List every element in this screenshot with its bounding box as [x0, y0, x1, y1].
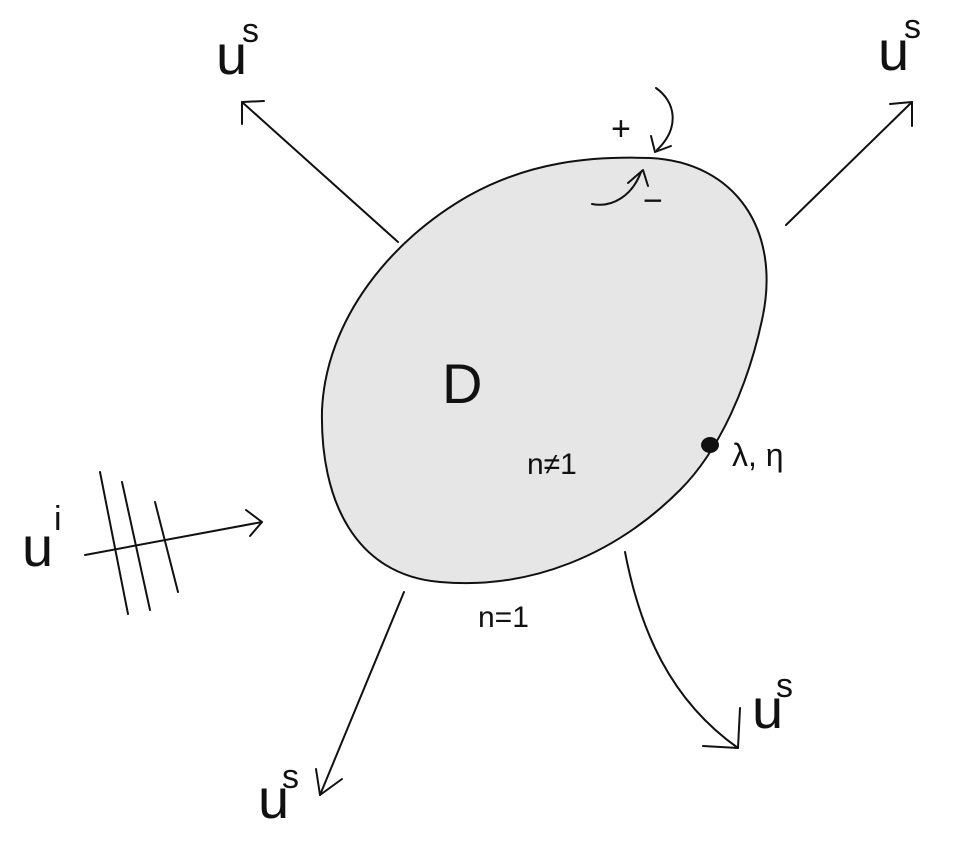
scattered-wave-label-lower-left: u: [258, 767, 289, 830]
scattered-wave-sup-upper-right: s: [904, 8, 921, 46]
plus-side-label: +: [611, 110, 631, 148]
scattered-arrow-lower-left: [319, 591, 405, 796]
incident-arrowhead: [245, 509, 263, 537]
incident-wave-sup: i: [54, 500, 62, 538]
scattered-arrowhead-upper-right: [889, 101, 913, 127]
scattered-wave-label-upper-left: u: [216, 23, 247, 86]
scattered-arrowhead-upper-left: [241, 100, 265, 125]
boundary-point-label: λ, η: [732, 437, 784, 473]
scattered-arrow-upper-left: [241, 101, 399, 243]
scattered-arrow-upper-right: [785, 101, 913, 226]
incident-wavefronts: [99, 471, 179, 615]
boundary-point-marker: [701, 437, 719, 453]
minus-orientation-arrow: [591, 171, 642, 206]
scattered-wave-sup-lower-right: s: [776, 667, 793, 705]
scattered-wave-sup-upper-left: s: [242, 12, 259, 50]
plus-orientation-arrow: [655, 87, 674, 151]
plus-orientation-arrowhead: [650, 135, 672, 153]
domain-label: D: [442, 352, 482, 415]
interior-index-label: n≠1: [527, 448, 577, 481]
incident-arrow: [84, 521, 263, 556]
scattered-arrowhead-lower-left: [315, 768, 343, 796]
minus-orientation-arrowhead: [627, 169, 649, 187]
scattered-wave-sup-lower-left: s: [282, 758, 299, 796]
scattered-arrow-lower-right: [624, 551, 739, 749]
minus-side-label: −: [643, 182, 663, 220]
scattered-arrowhead-lower-right: [702, 707, 741, 749]
scattered-wave-label-upper-right: u: [878, 19, 909, 82]
scattered-wave-label-lower-right: u: [752, 677, 783, 740]
incident-wave-label: u: [22, 515, 53, 578]
domain-boundary: [320, 156, 768, 585]
exterior-index-label: n=1: [478, 601, 529, 634]
